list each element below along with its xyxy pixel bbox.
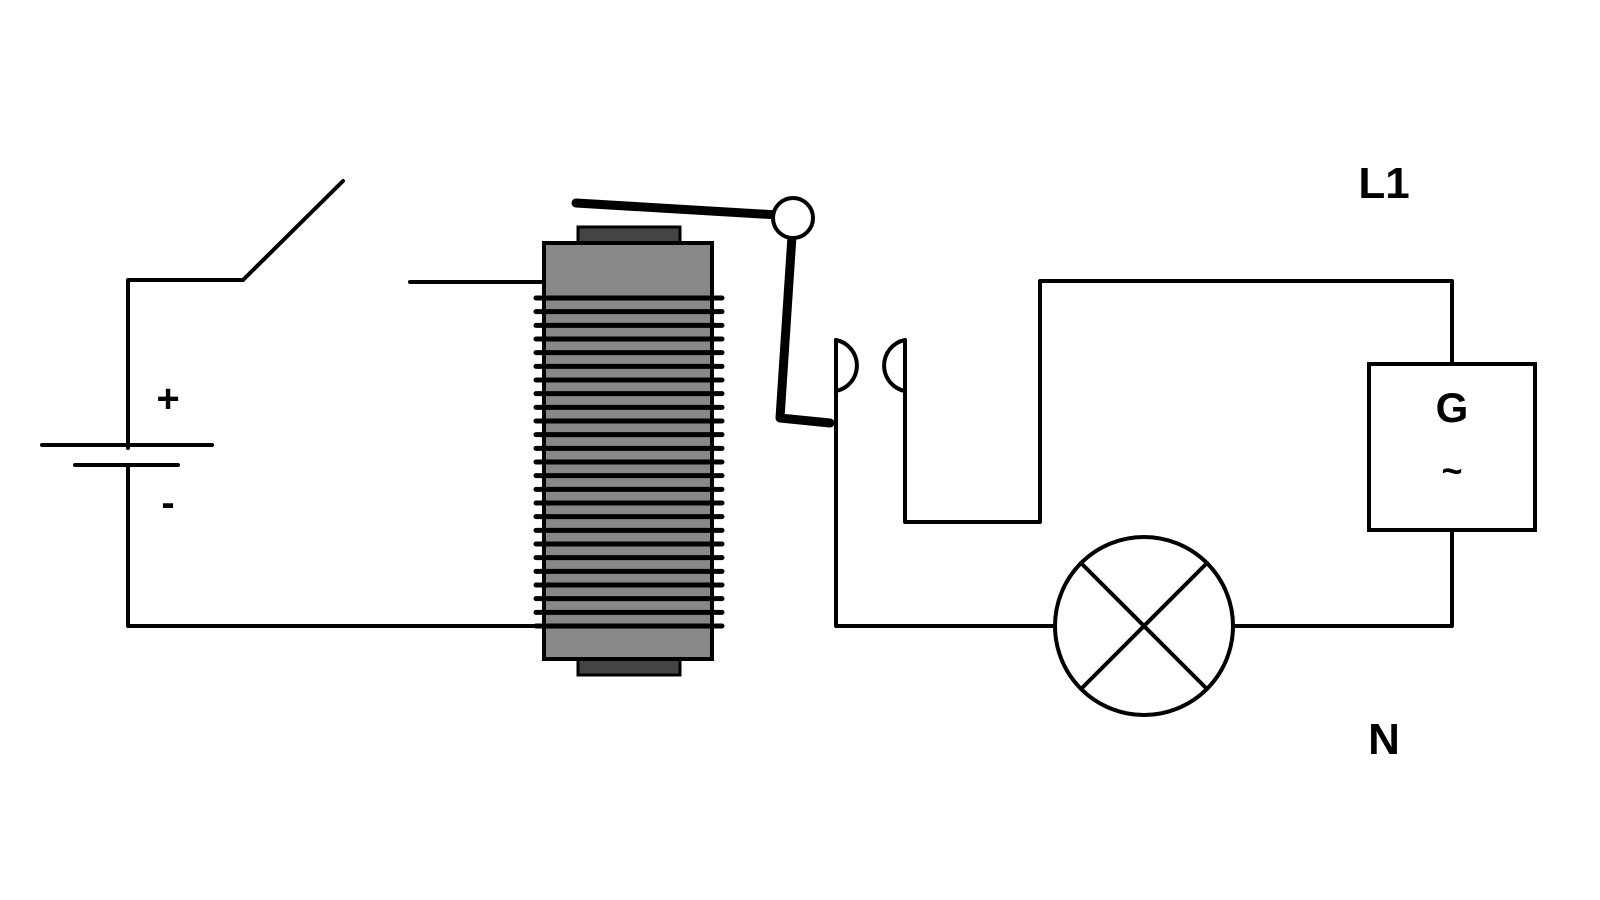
lamp-cross-b	[1079, 561, 1209, 691]
generator-ac-label: ~	[1441, 450, 1462, 491]
wire-left-upper	[126, 278, 245, 450]
generator-box	[1367, 362, 1537, 532]
ac-generator: G ~	[1367, 362, 1537, 532]
wire-bottom-control	[126, 464, 714, 628]
wire-lamp-to-generator	[1232, 528, 1454, 628]
load-circuit: G ~ L1 N	[834, 159, 1537, 764]
relay-contacts	[834, 338, 907, 393]
neutral-label: N	[1368, 715, 1400, 764]
lamp-symbol	[1053, 535, 1235, 717]
wire-contact-to-line	[903, 279, 1454, 524]
battery-symbol	[40, 443, 214, 467]
wire-contact-to-lamp	[834, 338, 1057, 628]
battery-negative-label: -	[161, 481, 174, 525]
battery-positive-label: +	[156, 377, 179, 421]
armature-lever	[775, 231, 835, 428]
generator-symbol-label: G	[1436, 384, 1469, 431]
armature-pivot	[771, 196, 815, 240]
relay-coil	[533, 225, 725, 677]
relay-armature	[571, 196, 835, 428]
line-label: L1	[1358, 159, 1409, 208]
armature-top-arm	[571, 198, 783, 220]
switch-blade	[241, 179, 345, 282]
contact-right	[882, 338, 907, 393]
contact-left	[834, 338, 859, 393]
coil-windings	[533, 295, 725, 629]
